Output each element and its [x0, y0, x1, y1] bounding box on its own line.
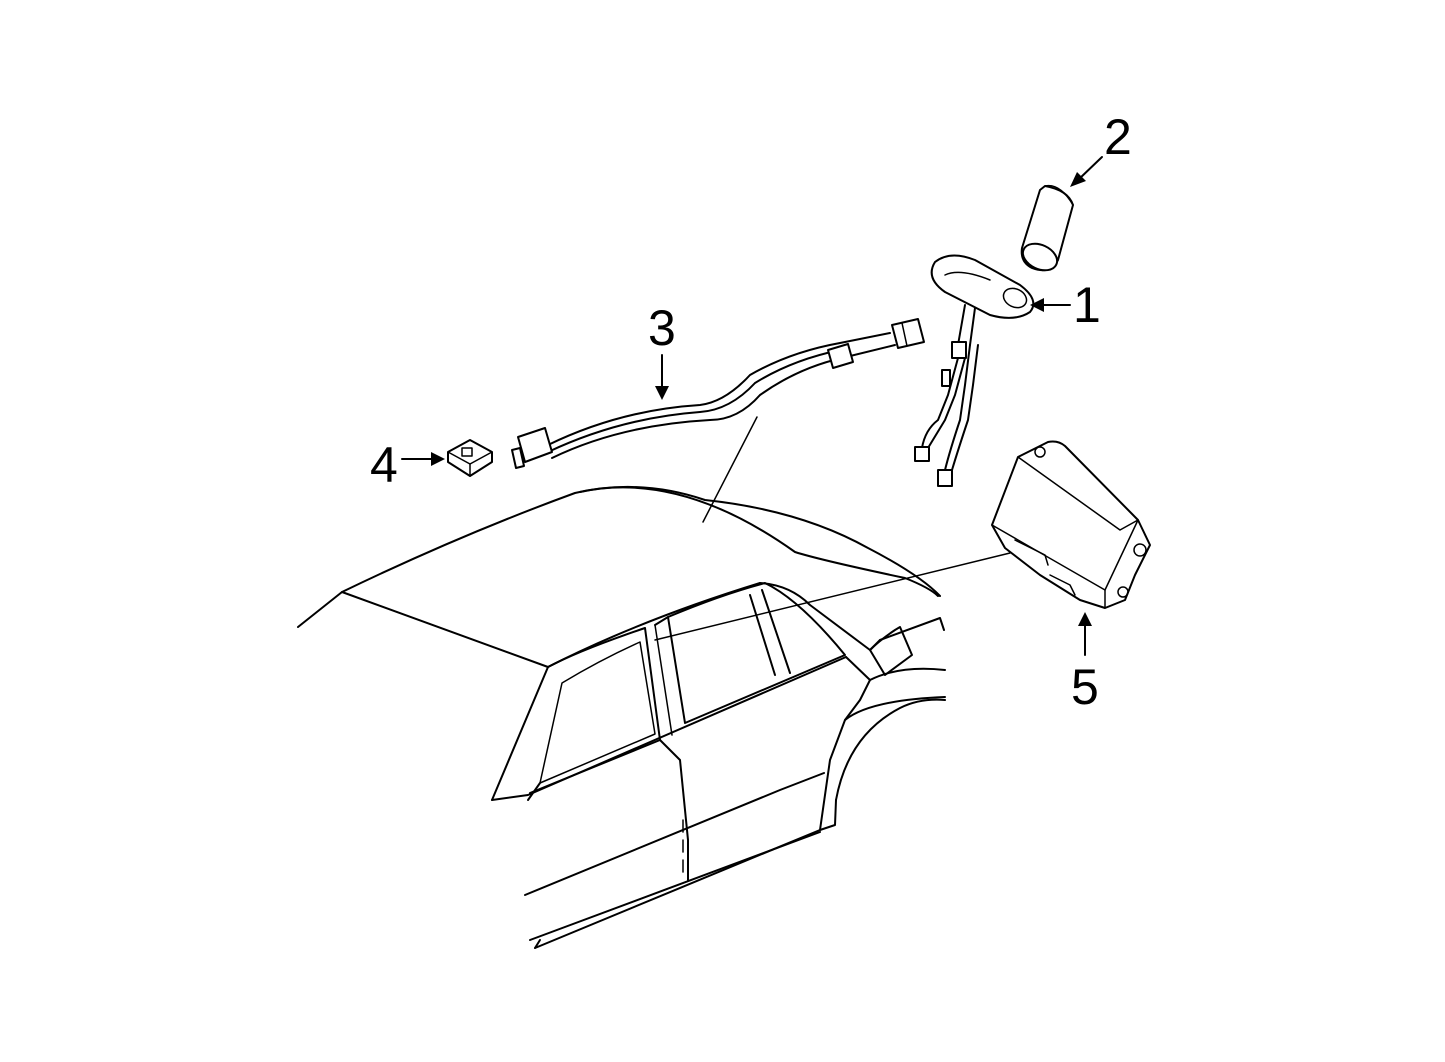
callout-1: 1	[1030, 277, 1101, 333]
callout-label-2: 2	[1104, 109, 1132, 165]
callout-label-4: 4	[370, 437, 398, 493]
callout-4: 4	[370, 437, 445, 493]
connector-clip	[447, 439, 493, 477]
leader-line-module	[654, 552, 1011, 641]
antenna-mast	[1020, 184, 1074, 272]
antenna-cable	[511, 318, 925, 469]
leader-line-cable	[702, 416, 758, 523]
callout-3: 3	[648, 300, 676, 400]
callout-arrow-2	[1077, 156, 1103, 181]
callout-5: 5	[1071, 612, 1099, 715]
vehicle-outline	[297, 416, 1011, 949]
callout-label-3: 3	[648, 300, 676, 356]
callout-label-5: 5	[1071, 659, 1099, 715]
control-module	[991, 440, 1151, 609]
callout-2: 2	[1070, 109, 1132, 187]
callout-label-1: 1	[1073, 277, 1101, 333]
antenna-base	[914, 254, 1035, 487]
